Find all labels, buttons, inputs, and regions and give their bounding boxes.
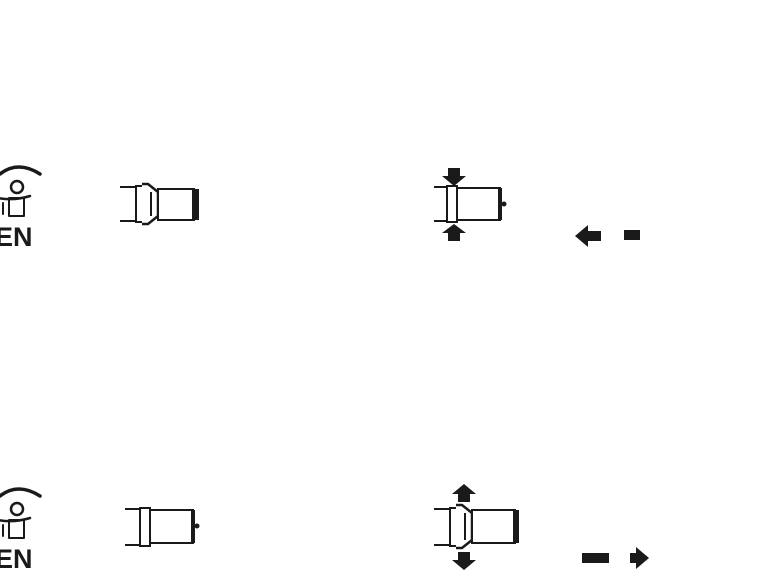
- wrench-icon: [0, 487, 42, 539]
- connector-locked-icon: [120, 182, 199, 226]
- dash-icon: [582, 553, 609, 563]
- dash-icon: [624, 230, 640, 240]
- arrow-left-icon: [575, 225, 601, 247]
- step-label: EN: [0, 222, 33, 252]
- connector-release-icon: [434, 484, 519, 570]
- wrench-icon: [0, 165, 42, 217]
- step-label: EN: [0, 544, 33, 574]
- arrow-right-icon: [630, 547, 649, 569]
- connector-plain-icon: [125, 507, 200, 547]
- connector-press-icon: [434, 168, 507, 241]
